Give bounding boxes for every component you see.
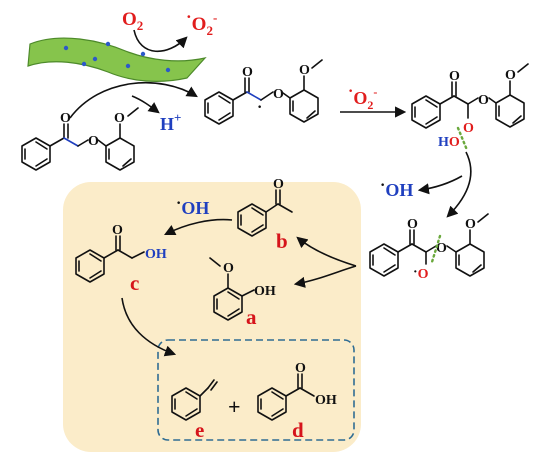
hydrogen-abstraction-arrow [69, 81, 198, 119]
atom-o: O [273, 177, 284, 192]
atom-o: O [449, 69, 460, 84]
molecule-a-guaiacol [209, 257, 255, 321]
molecule-c-hydroxyacetophenone [75, 235, 145, 283]
atom-o: O [478, 93, 489, 108]
o2-label: O2 [122, 9, 143, 33]
compound-e-label: e [195, 418, 204, 442]
molecule-alkoxy-radical [369, 213, 489, 277]
catalyst-dot [63, 45, 69, 51]
arrow-to-a [293, 265, 357, 288]
product-panel [63, 182, 361, 452]
molecule-hydroperoxide-intermediate [411, 63, 529, 129]
compound-d-label: d [292, 418, 304, 442]
catalyst-dot [81, 61, 87, 67]
photocatalyst-sheet [27, 37, 207, 82]
molecule-b-acetophenone [237, 189, 293, 237]
molecule-e-benzaldehyde [171, 379, 218, 421]
atom-o: O [295, 361, 306, 376]
proton-release-arrow [131, 95, 160, 114]
hydroxyl-oh-d: OH [315, 393, 337, 408]
atom-o: O [407, 217, 418, 232]
molecule-carbon-radical [204, 59, 323, 125]
oh-radical-right: ·OH [380, 177, 413, 200]
hydroxyl-oh-c: OH [145, 247, 167, 262]
o2-reduction-arrow [133, 29, 188, 53]
arrow-to-b [296, 236, 357, 267]
catalyst-dot [125, 63, 131, 69]
superoxide-label-top: ·O2- [186, 7, 217, 38]
atom-o: O [223, 261, 234, 276]
catalyst-dot [92, 56, 98, 62]
hydroxyl-oh: OH [254, 284, 276, 299]
atom-o: O [112, 223, 123, 238]
atom-o: O [273, 87, 284, 102]
arrow-c-to-products [121, 297, 177, 357]
atom-o: O [299, 63, 310, 78]
oh-radical-panel: ·OH [176, 195, 209, 218]
radical-dot: · [257, 99, 262, 116]
superoxide-label-mid: ·O2- [348, 83, 377, 112]
cleavage-dots [456, 126, 469, 152]
compound-c-label: c [130, 271, 139, 295]
atom-o: O [465, 217, 476, 232]
compound-b-label: b [276, 229, 288, 253]
oh-release-arrow [446, 151, 472, 218]
arrow-b-to-c [163, 218, 233, 236]
catalyst-dot [140, 51, 146, 57]
cleavage-dots [430, 234, 442, 264]
atom-o: O [505, 68, 516, 83]
alkoxy-radical-o: ·O [413, 265, 429, 282]
atom-o: O [60, 111, 71, 126]
atom-o: O [436, 241, 447, 256]
catalyst-dot [165, 67, 171, 73]
atom-o: O [88, 134, 99, 149]
proton-label: H+ [160, 110, 181, 134]
molecule-starting-ketone [21, 107, 139, 171]
atom-o: O [242, 65, 253, 80]
oh-radical-arrow [417, 175, 463, 195]
compound-a-label: a [246, 305, 257, 329]
atom-o: O [114, 111, 125, 126]
final-products-box [157, 339, 355, 441]
peroxide-o: O [463, 121, 474, 136]
molecule-d-benzoic-acid [257, 373, 315, 421]
hydroperoxide-ho: HO [438, 135, 460, 150]
plus-sign: + [228, 394, 241, 419]
catalyst-dot [105, 41, 111, 47]
